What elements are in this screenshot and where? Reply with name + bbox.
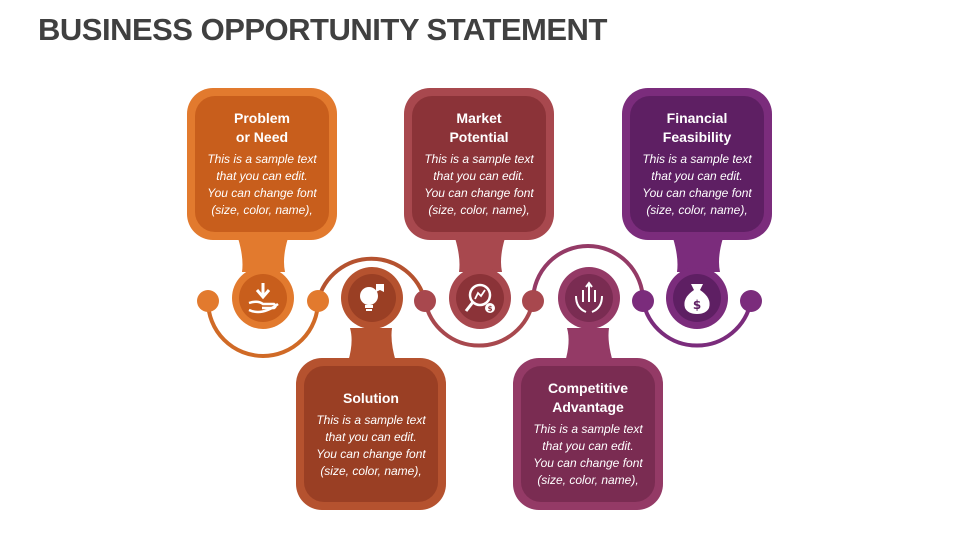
connector-dot: [632, 290, 654, 312]
node-competitive: [558, 267, 620, 329]
node-financial: $: [666, 267, 728, 329]
card-title: Financial Feasibility: [662, 110, 732, 145]
stem-1: [238, 238, 288, 272]
card-title: Problem or Need: [233, 110, 290, 145]
connector-dot: [414, 290, 436, 312]
connector-arc-1: [206, 300, 320, 358]
node-market: $: [449, 267, 511, 329]
connector-arc-5: [641, 300, 753, 348]
card-title: Competitive Advantage: [547, 380, 629, 415]
market-analysis-icon: $: [464, 283, 495, 313]
card-title: Market Potential: [449, 110, 509, 145]
connector-dot: [740, 290, 762, 312]
lightbulb-puzzle-icon: [360, 284, 384, 311]
connector-arc-4: [531, 244, 645, 302]
hand-receiving-icon: [248, 283, 279, 314]
svg-text:$: $: [693, 298, 701, 312]
stem-3: [455, 238, 505, 272]
money-bag-icon: $: [684, 284, 710, 314]
card-market: Market Potential This is a sample text t…: [404, 88, 554, 240]
connector-dot: [197, 290, 219, 312]
card-title: Solution: [343, 389, 399, 406]
connector-arc-2: [316, 256, 427, 302]
card-competitive: Competitive Advantage This is a sample t…: [513, 358, 663, 510]
card-text: This is a sample text that you can edit.…: [533, 422, 643, 487]
hands-growth-icon: [575, 281, 603, 313]
page-title: BUSINESS OPPORTUNITY STATEMENT: [38, 12, 607, 47]
card-solution: Solution This is a sample text that you …: [296, 358, 446, 510]
card-text: This is a sample text that you can edit.…: [316, 412, 426, 478]
card-text: This is a sample text that you can edit.…: [424, 152, 534, 217]
stem-5: [673, 238, 723, 272]
connector-dot: [307, 290, 329, 312]
node-problem: [232, 267, 294, 329]
node-solution: [341, 267, 403, 329]
card-text: This is a sample text that you can edit.…: [207, 152, 317, 217]
svg-text:$: $: [488, 305, 493, 313]
card-problem: Problem or Need This is a sample text th…: [187, 88, 337, 240]
card-financial: Financial Feasibility This is a sample t…: [622, 88, 772, 240]
stem-2: [348, 328, 396, 362]
connector-dot: [522, 290, 544, 312]
connector-arc-3: [423, 300, 535, 348]
card-text: This is a sample text that you can edit.…: [642, 152, 752, 217]
stem-4: [565, 328, 613, 362]
